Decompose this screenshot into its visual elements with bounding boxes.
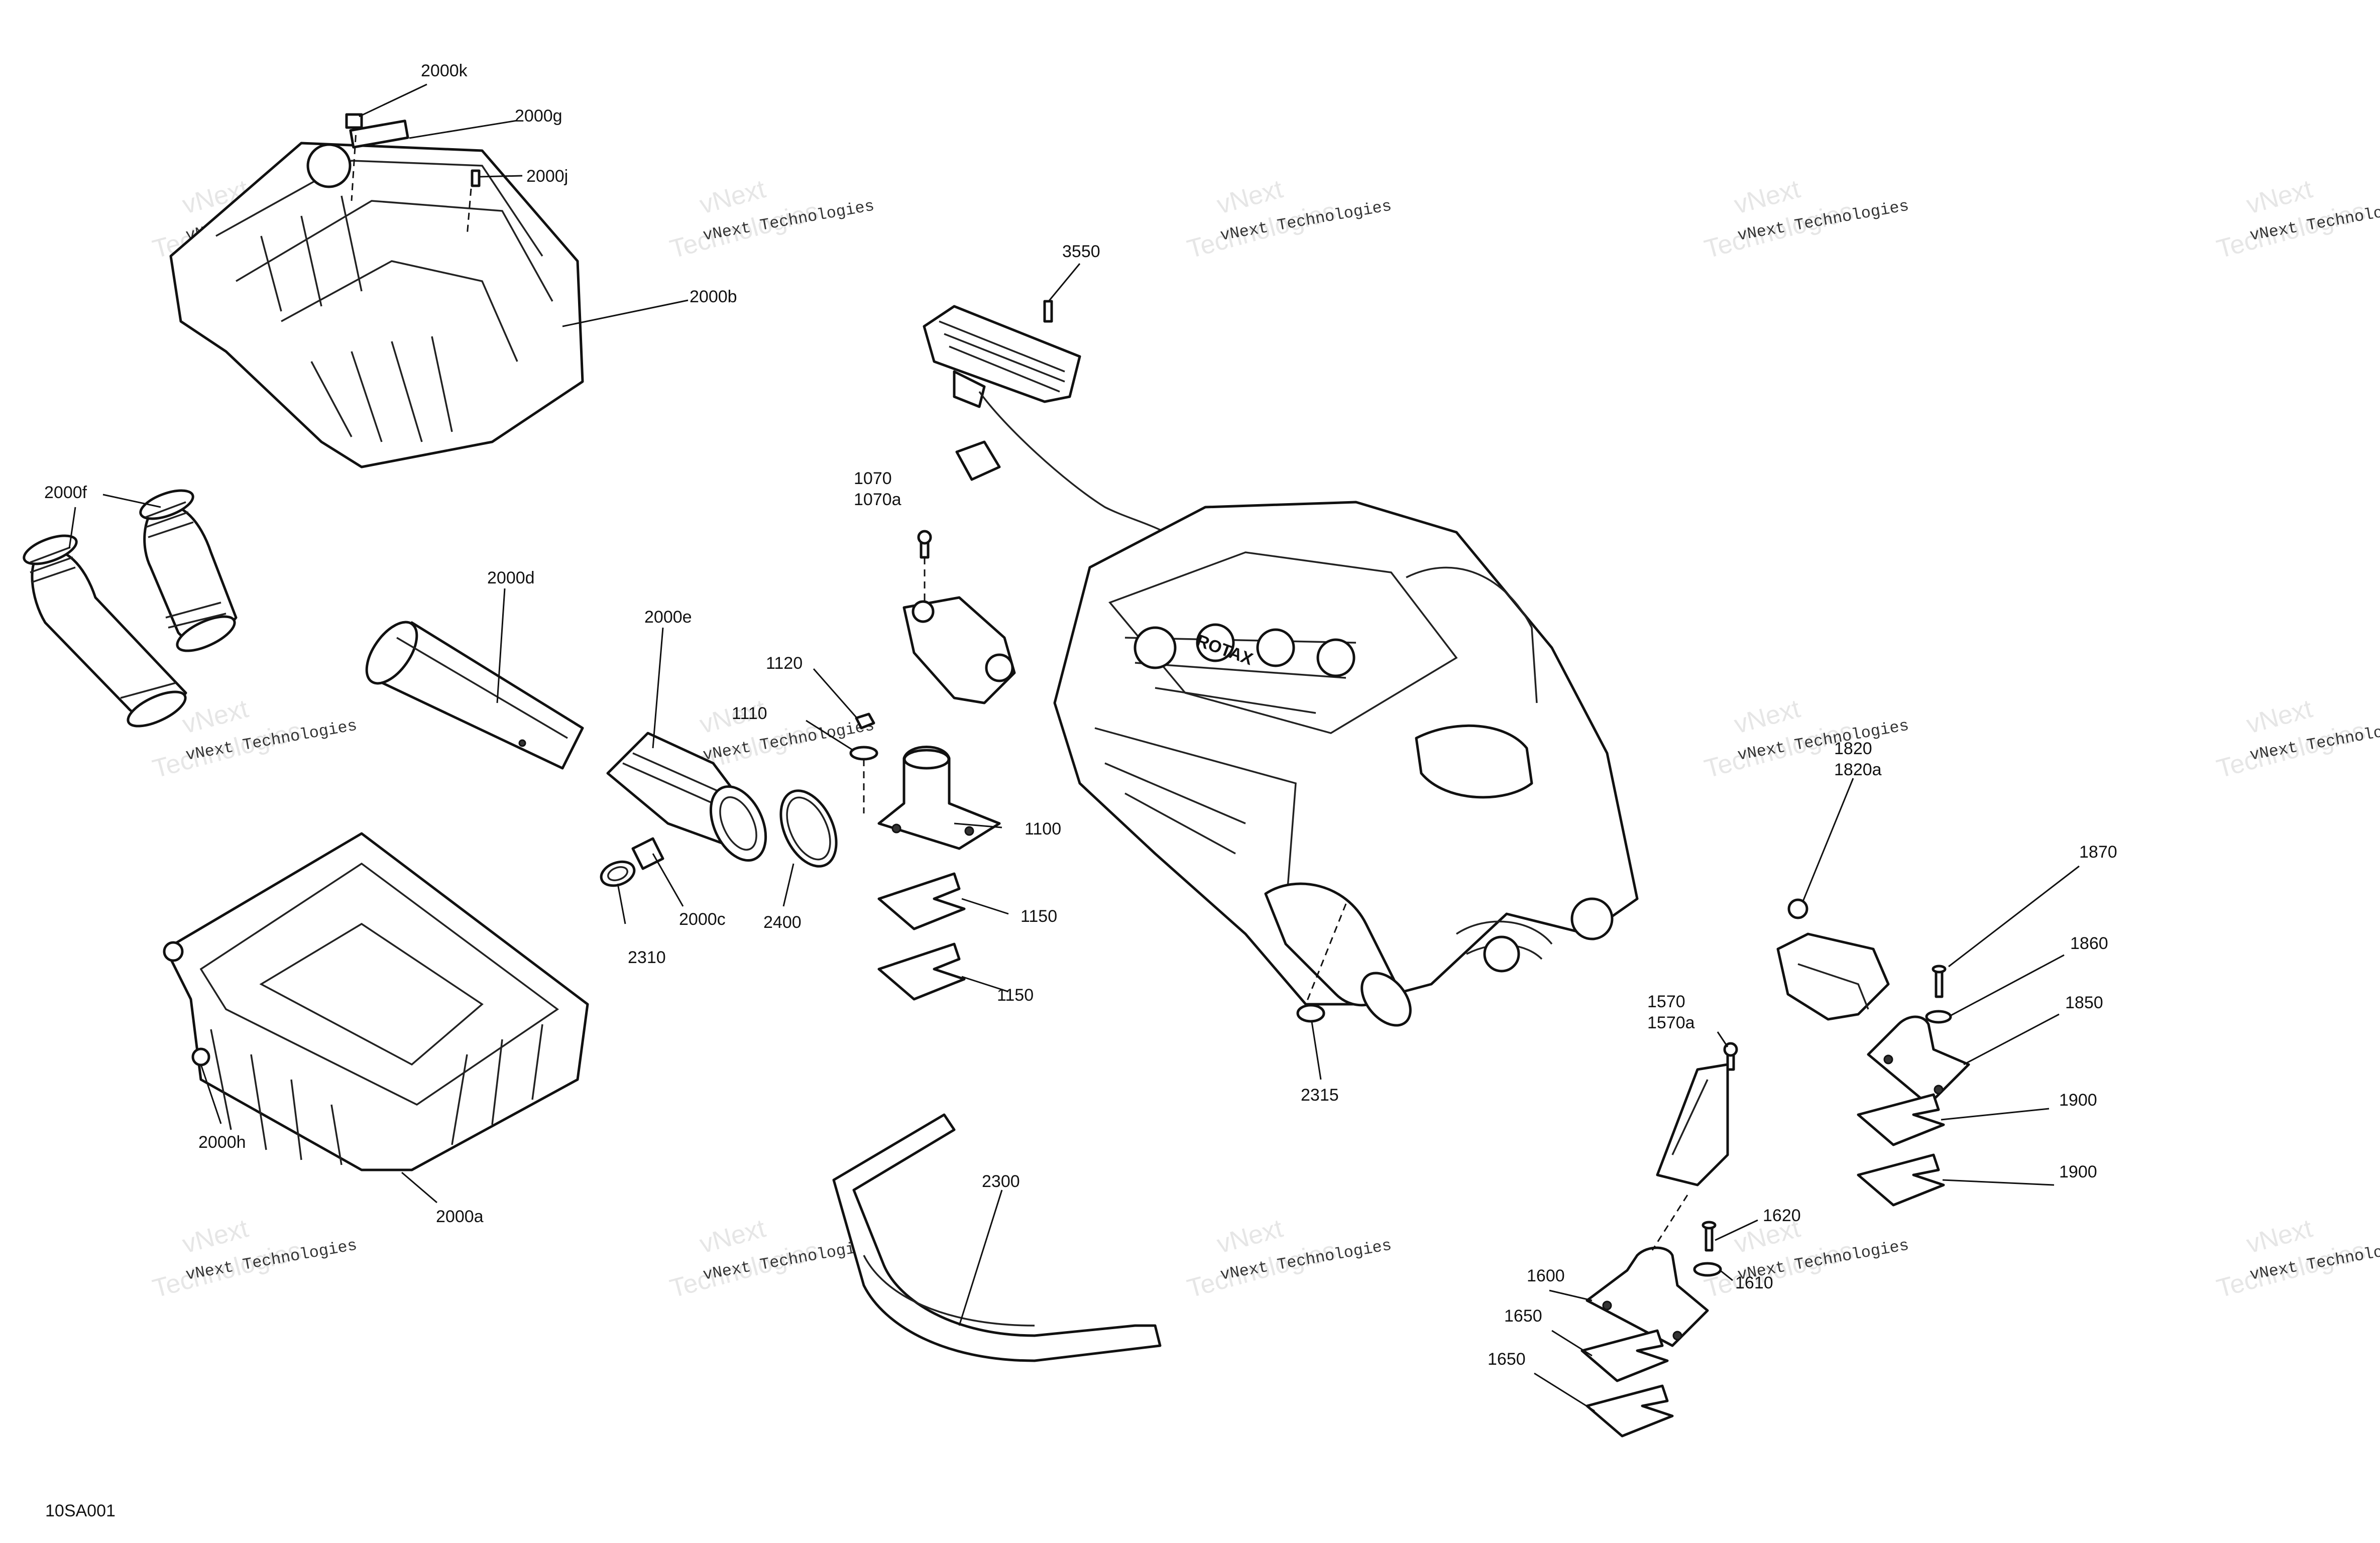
callout-2400: 2400 [763, 913, 802, 932]
callout-2000d: 2000d [487, 568, 535, 587]
callout-labels: 2000k 2000g 2000j 2000b 2000f 2000d 2000… [44, 61, 2117, 1369]
watermark: vNext Technologies vNext Technologies [1184, 174, 1393, 264]
watermark: vNext Technologies vNext Technologies [1184, 1214, 1393, 1303]
shim-1650-lower[interactable] [1585, 1384, 1674, 1438]
hose-clamp-small[interactable] [598, 858, 638, 890]
rear-right-nut[interactable] [1787, 898, 1808, 919]
rear-engine-mount-left[interactable] [1585, 1195, 1709, 1347]
intake-silencer-cover[interactable] [169, 113, 584, 468]
watermark: vNext Technologies vNext Technologies [150, 1214, 359, 1303]
rear-right-bracket[interactable] [1776, 932, 1890, 1021]
watermark: vNext Technologies vNext Technologies [1702, 174, 1910, 264]
callout-2000k: 2000k [421, 61, 468, 80]
callout-2310: 2310 [628, 948, 666, 967]
callout-1650-upper: 1650 [1504, 1307, 1542, 1326]
callout-1820: 1820 [1834, 739, 1872, 758]
rear-right-washer[interactable] [1925, 1010, 1952, 1024]
rear-right-bolt[interactable] [1932, 965, 1947, 998]
front-engine-mount[interactable] [877, 746, 1001, 850]
rear-left-bolt[interactable] [1702, 1221, 1717, 1252]
callout-1570: 1570 [1647, 992, 1685, 1011]
callout-1820a: 1820a [1834, 760, 1882, 779]
shim-1900-upper[interactable] [1857, 1093, 1945, 1146]
callout-2300: 2300 [982, 1172, 1020, 1191]
throttle-adapter[interactable] [606, 732, 776, 870]
watermark: vNext Technologies vNext Technologies [2214, 694, 2380, 784]
front-mount-nut[interactable] [855, 713, 875, 730]
engine-assembly[interactable]: ROTAX [1053, 501, 1639, 1034]
shim-1650-upper[interactable] [1580, 1329, 1669, 1382]
callout-1610: 1610 [1735, 1273, 1773, 1292]
intake-duct[interactable] [357, 614, 584, 770]
front-mount-bracket[interactable] [902, 596, 1016, 704]
callout-1150-upper: 1150 [1021, 907, 1057, 926]
callout-1070a: 1070a [854, 490, 901, 509]
callout-2000c: 2000c [679, 910, 726, 929]
callout-2315: 2315 [1301, 1086, 1339, 1105]
rear-left-washer[interactable] [1693, 1262, 1722, 1277]
callout-2000g: 2000g [515, 106, 562, 126]
callout-1620: 1620 [1763, 1206, 1801, 1225]
callout-2000f: 2000f [44, 483, 87, 502]
shim-1150-lower[interactable] [877, 942, 966, 1001]
callout-1570a: 1570a [1647, 1013, 1695, 1032]
callout-1600: 1600 [1527, 1266, 1565, 1285]
intake-tube-upper[interactable] [137, 485, 240, 658]
watermark: vNext Technologies vNext Technologies [2214, 1214, 2380, 1303]
leader-lines [68, 83, 2080, 1412]
callout-2000j: 2000j [526, 167, 568, 186]
watermark: vNext Technologies vNext Technologies [667, 1214, 876, 1303]
watermark: vNext Technologies vNext Technologies [1702, 1214, 1910, 1303]
callout-1120: 1120 [766, 654, 803, 673]
watermark: vNext Technologies vNext Technologies [2214, 174, 2380, 264]
intake-tube-lower[interactable] [21, 530, 190, 733]
shim-1150-upper[interactable] [877, 872, 966, 930]
drain-hose[interactable] [832, 1113, 1162, 1362]
front-mount-bolt[interactable] [917, 530, 932, 603]
rear-mount-bolt[interactable] [1723, 1042, 1738, 1071]
hose-clamp-2315[interactable] [1296, 1004, 1325, 1023]
front-mount-washer[interactable] [849, 746, 878, 813]
callout-1100: 1100 [1025, 819, 1061, 839]
callout-2000a: 2000a [436, 1207, 484, 1226]
reference-code: 10SA001 [45, 1501, 116, 1520]
callout-1900-upper: 1900 [2059, 1091, 2097, 1110]
callout-1860: 1860 [2070, 934, 2108, 953]
watermark: vNext Technologies vNext Technologies [667, 174, 876, 264]
rear-engine-mount-right[interactable] [1867, 1015, 1970, 1106]
callout-1650-lower: 1650 [1488, 1350, 1526, 1369]
intake-silencer-base[interactable] [163, 832, 589, 1171]
callout-1110: 1110 [732, 704, 767, 723]
rear-mount-bracket[interactable] [1656, 1063, 1729, 1186]
callout-2000h: 2000h [198, 1133, 246, 1152]
callout-1070: 1070 [854, 469, 892, 488]
callout-2000e: 2000e [644, 608, 692, 627]
hose-clamp-large[interactable] [770, 782, 848, 875]
callout-2000b: 2000b [690, 287, 737, 306]
shim-1900-lower[interactable] [1857, 1153, 1945, 1207]
callout-1150-lower: 1150 [997, 986, 1034, 1005]
callout-3550: 3550 [1062, 242, 1100, 261]
callout-1850: 1850 [2065, 993, 2103, 1012]
callout-1870: 1870 [2079, 843, 2117, 862]
ecm-module[interactable] [923, 300, 1166, 533]
callout-1900-lower: 1900 [2059, 1162, 2097, 1181]
